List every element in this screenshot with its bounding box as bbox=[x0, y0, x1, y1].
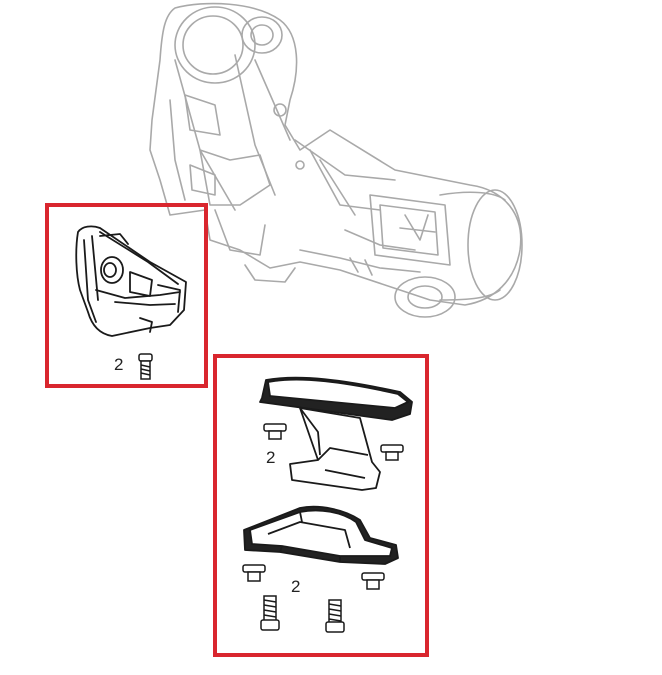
long-screw-right bbox=[325, 599, 345, 633]
derailleur-body-outline bbox=[149, 2, 523, 318]
lower-guide-part bbox=[243, 505, 399, 565]
highlight-box-lower-right bbox=[213, 354, 429, 657]
highlight-box-upper-left bbox=[45, 203, 208, 388]
quantity-label-upper-guide: 2 bbox=[266, 448, 275, 467]
screw-upper-left bbox=[138, 353, 153, 380]
upper-guide-bolt-left bbox=[263, 423, 287, 440]
upper-guide-bolt-right bbox=[380, 444, 404, 461]
quantity-label-lower-guide: 2 bbox=[291, 577, 300, 596]
quantity-label-upper-left: 2 bbox=[114, 355, 123, 374]
long-screw-left bbox=[260, 595, 280, 631]
cage-guard-part bbox=[75, 225, 187, 337]
upper-guide-part bbox=[259, 376, 413, 491]
lower-guide-bolt-left bbox=[242, 564, 266, 582]
lower-guide-bolt-right bbox=[361, 572, 385, 590]
